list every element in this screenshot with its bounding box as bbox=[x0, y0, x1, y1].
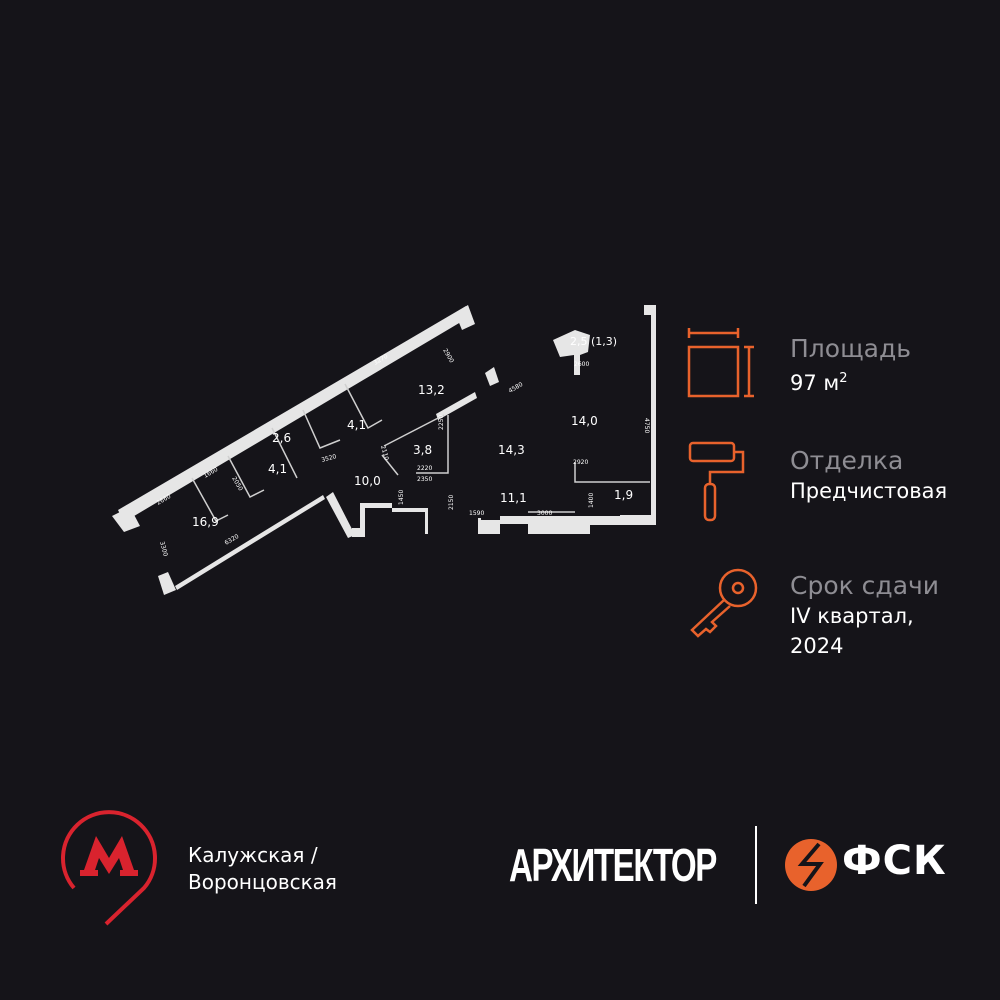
wall-segment-mid bbox=[436, 392, 477, 420]
deadline-value-line1: IV квартал, bbox=[790, 604, 914, 628]
svg-text:2250: 2250 bbox=[438, 415, 445, 430]
svg-text:1400: 1400 bbox=[588, 493, 595, 508]
fsk-logo-text: ФСК bbox=[842, 838, 947, 884]
architect-logo: АРХИТЕКТОР bbox=[509, 839, 717, 891]
area-icon bbox=[687, 328, 754, 398]
deadline-block: Срок сдачи IV квартал, 2024 bbox=[790, 571, 939, 661]
metro-station-line2: Воронцовская bbox=[188, 870, 337, 894]
svg-text:3300: 3300 bbox=[158, 541, 169, 558]
deadline-value-line2: 2024 bbox=[790, 634, 844, 658]
metro-station-line1: Калужская / bbox=[188, 843, 318, 867]
metro-station: Калужская / Воронцовская bbox=[188, 842, 337, 896]
svg-text:3000: 3000 bbox=[537, 510, 552, 517]
area-number: 97 м bbox=[790, 371, 840, 395]
wall-corner-mid bbox=[485, 367, 499, 386]
wall-corner-left bbox=[112, 507, 140, 532]
room-area: 2,5 (1,3) bbox=[570, 335, 617, 348]
room-area: 14,3 bbox=[498, 443, 525, 457]
area-unit-sup: 2 bbox=[839, 371, 848, 386]
finish-value: Предчистовая bbox=[790, 479, 948, 503]
svg-text:2150: 2150 bbox=[448, 495, 455, 510]
svg-text:2110: 2110 bbox=[379, 445, 390, 462]
svg-text:2220: 2220 bbox=[417, 465, 432, 472]
wall-segment bbox=[326, 492, 355, 538]
svg-text:1590: 1590 bbox=[469, 510, 484, 517]
brand-divider bbox=[755, 826, 757, 904]
outer-wall-top bbox=[118, 306, 471, 522]
key-icon bbox=[690, 568, 758, 638]
area-value: 97 м2 bbox=[790, 364, 911, 398]
room-area: 14,0 bbox=[571, 414, 598, 428]
deadline-label: Срок сдачи bbox=[790, 571, 940, 600]
wall-corner-bottom bbox=[158, 572, 176, 595]
room-labels: 16,9 4,1 2,6 4,1 13,2 3,8 10,0 14,3 14,0… bbox=[192, 335, 633, 529]
svg-text:2600: 2600 bbox=[574, 361, 589, 368]
metro-logo bbox=[80, 836, 138, 876]
area-block: Площадь 97 м2 bbox=[790, 334, 911, 398]
svg-text:2920: 2920 bbox=[573, 459, 588, 466]
svg-text:3520: 3520 bbox=[321, 453, 338, 464]
svg-text:4750: 4750 bbox=[643, 418, 650, 433]
svg-text:2050: 2050 bbox=[230, 476, 244, 493]
svg-text:2350: 2350 bbox=[417, 476, 432, 483]
finish-block: Отделка Предчистовая bbox=[790, 446, 947, 506]
wall-corner-top bbox=[455, 305, 475, 330]
svg-text:1450: 1450 bbox=[398, 490, 405, 505]
walls bbox=[112, 305, 656, 595]
fsk-logo-icon bbox=[785, 839, 837, 891]
room-area: 4,1 bbox=[347, 418, 366, 432]
svg-text:2900: 2900 bbox=[441, 348, 455, 365]
svg-text:4580: 4580 bbox=[508, 381, 525, 395]
svg-text:6320: 6320 bbox=[224, 533, 241, 547]
room-area: 11,1 bbox=[500, 491, 527, 505]
room-area: 1,9 bbox=[614, 488, 633, 502]
room-area: 13,2 bbox=[418, 383, 445, 397]
metro-pin-icon bbox=[61, 810, 157, 926]
room-area: 3,8 bbox=[413, 443, 432, 457]
room-area: 4,1 bbox=[268, 462, 287, 476]
dimension-labels: 2660 1660 2050 3270 2900 4580 3300 6320 … bbox=[156, 348, 651, 558]
outer-wall-bottom bbox=[175, 495, 325, 590]
partitions bbox=[191, 383, 650, 522]
paint-roller-icon bbox=[688, 441, 745, 522]
room-area: 10,0 bbox=[354, 474, 381, 488]
area-label: Площадь bbox=[790, 334, 911, 363]
finish-label: Отделка bbox=[790, 446, 904, 475]
room-area: 16,9 bbox=[192, 515, 219, 529]
room-area: 2,6 bbox=[272, 431, 291, 445]
